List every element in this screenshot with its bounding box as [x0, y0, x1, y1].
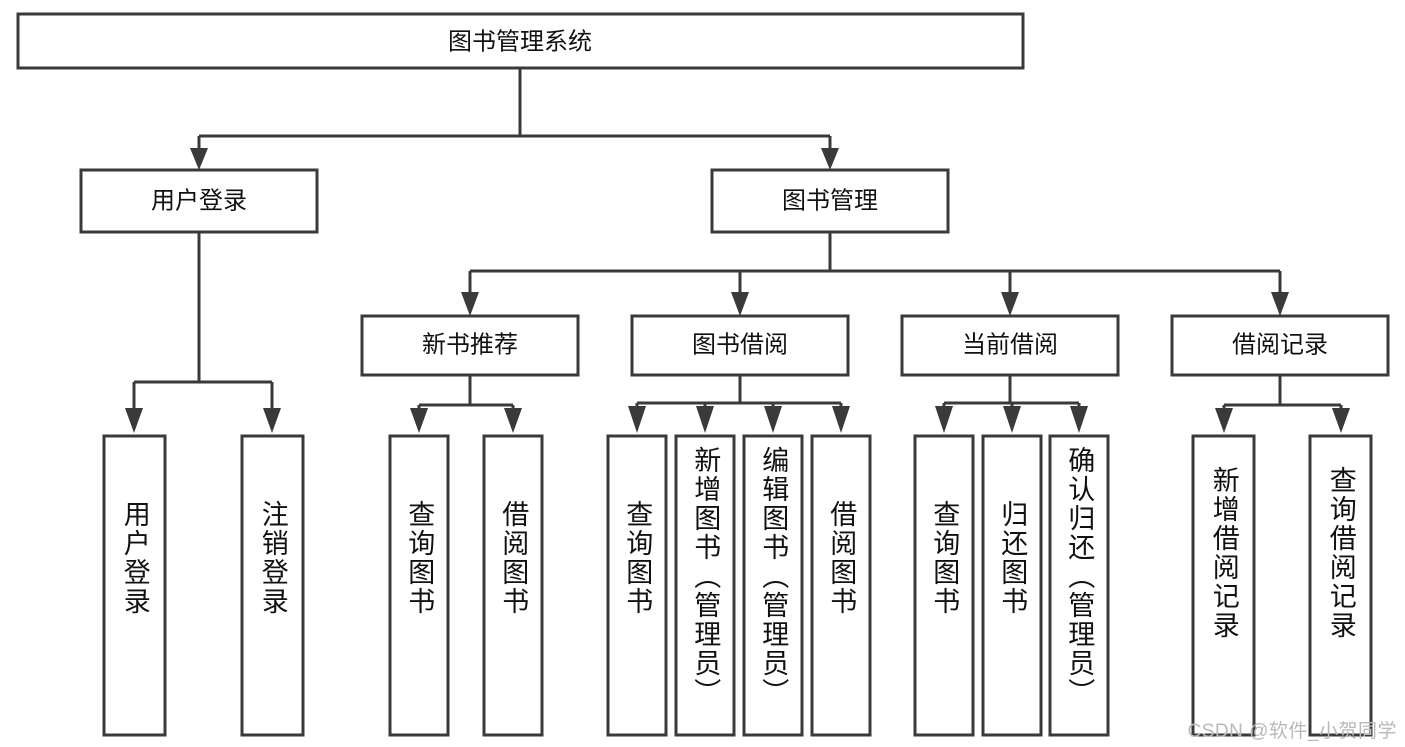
node-book-borrow[interactable]: 图书借阅 [630, 314, 850, 377]
node-current-borrow[interactable]: 当前借阅 [900, 314, 1120, 377]
node-root-box[interactable] [16, 12, 1025, 70]
leaf-confirm-return-box[interactable] [1048, 434, 1110, 737]
leaf-return-book-box[interactable] [981, 434, 1043, 737]
arrow-to-new-book-recommend [461, 292, 479, 316]
csdn-watermark: CSDN @软件_小贺同学 [1187, 721, 1397, 742]
leaf-boxes-layer [102, 434, 1373, 737]
leaf-query-record-box[interactable] [1308, 434, 1373, 737]
leaf-borrow-book-1-box[interactable] [482, 434, 544, 737]
arrow-to-leaf-query-book-2 [628, 406, 646, 433]
arrow-to-borrow-record [1271, 292, 1289, 316]
arrow-to-current-borrow [1001, 292, 1019, 316]
arrow-to-leaf-confirm-return [1070, 406, 1088, 433]
node-book-borrow-box[interactable] [630, 314, 850, 377]
leaf-edit-book-box[interactable] [742, 434, 804, 737]
node-borrow-record-label: 借阅记录 [1232, 331, 1328, 358]
node-current-borrow-label: 当前借阅 [962, 331, 1058, 358]
node-book-borrow-label: 图书借阅 [692, 331, 788, 358]
node-current-borrow-box[interactable] [900, 314, 1120, 377]
leaf-query-book-1-box[interactable] [388, 434, 450, 737]
node-new-book-recommend-box[interactable] [360, 314, 580, 377]
leaf-add-record-box[interactable] [1191, 434, 1256, 737]
arrow-to-book-manage [821, 148, 839, 170]
arrow-to-leaf-return-book [1003, 406, 1021, 433]
arrow-to-leaf-query-book-1 [410, 408, 428, 433]
leaf-user-login-box[interactable] [102, 434, 167, 737]
node-new-book-recommend[interactable]: 新书推荐 [360, 314, 580, 377]
connectors-layer [125, 68, 1350, 433]
node-borrow-record[interactable]: 借阅记录 [1170, 314, 1390, 377]
node-book-manage[interactable]: 图书管理 [710, 168, 950, 234]
leaf-add-book-box[interactable] [674, 434, 736, 737]
arrow-to-leaf-query-book-3 [935, 406, 953, 433]
leaf-query-book-2-box[interactable] [606, 434, 668, 737]
node-book-manage-label: 图书管理 [782, 187, 878, 214]
node-root-label: 图书管理系统 [448, 28, 592, 55]
arrow-to-book-borrow [731, 292, 749, 316]
node-new-book-recommend-label: 新书推荐 [422, 331, 518, 358]
arrow-to-leaf-logout-login [263, 408, 281, 433]
leaf-logout-login-box[interactable] [240, 434, 305, 737]
node-root[interactable]: 图书管理系统 [16, 12, 1025, 70]
node-user-login-box[interactable] [79, 168, 319, 234]
leaf-query-book-3-box[interactable] [913, 434, 975, 737]
arrow-to-leaf-edit-book [764, 406, 782, 433]
arrow-to-leaf-user-login [125, 408, 143, 433]
node-borrow-record-box[interactable] [1170, 314, 1390, 377]
arrow-to-user-login [190, 148, 208, 170]
arrow-to-leaf-borrow-book-2 [832, 406, 850, 433]
leaf-borrow-book-2-box[interactable] [810, 434, 872, 737]
arrow-to-leaf-add-book [696, 406, 714, 433]
node-book-manage-box[interactable] [710, 168, 950, 234]
arrow-to-leaf-query-record [1332, 408, 1350, 433]
arrow-to-leaf-borrow-book-1 [504, 408, 522, 433]
node-user-login-label: 用户登录 [151, 187, 247, 214]
arrow-to-leaf-add-record [1215, 408, 1233, 433]
node-user-login[interactable]: 用户登录 [79, 168, 319, 234]
